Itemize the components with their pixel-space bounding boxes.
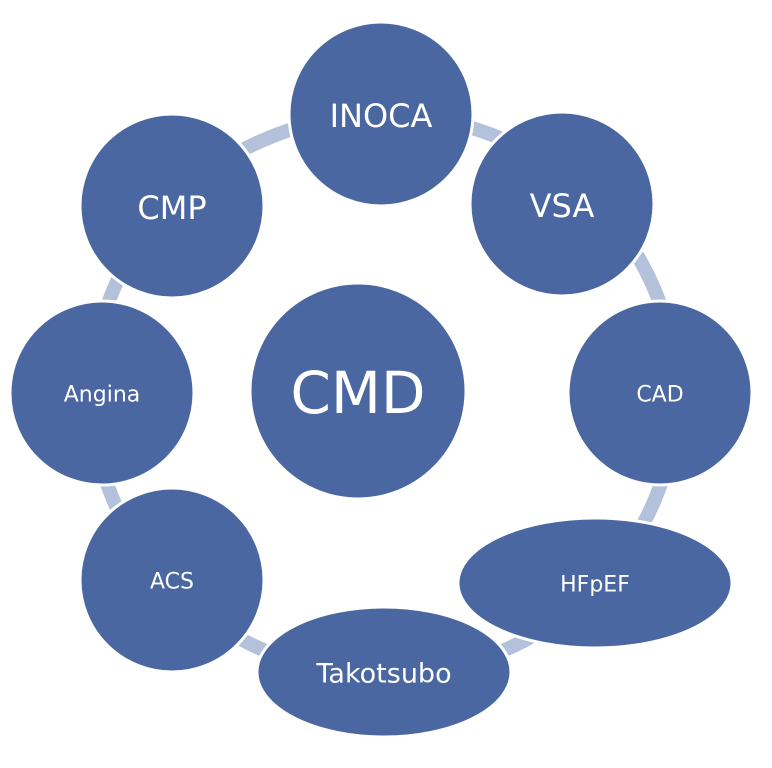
node-inoca: INOCA xyxy=(287,20,475,208)
node-label-inoca: INOCA xyxy=(330,97,433,135)
node-label-cmp: CMP xyxy=(137,189,206,227)
node-label-takotsubo: Takotsubo xyxy=(315,659,451,690)
node-vsa: VSA xyxy=(468,110,656,298)
node-acs: ACS xyxy=(78,486,266,674)
node-label-vsa: VSA xyxy=(530,187,595,225)
center-node-label: CMD xyxy=(290,359,425,427)
center-node-cmd: CMD xyxy=(248,281,468,501)
node-takotsubo: Takotsubo xyxy=(255,605,513,739)
node-label-acs: ACS xyxy=(150,570,194,595)
node-hfpef: HFpEF xyxy=(456,516,734,650)
node-label-cad: CAD xyxy=(636,383,683,408)
node-label-hfpef: HFpEF xyxy=(560,573,630,598)
node-angina: Angina xyxy=(8,299,196,487)
node-cad: CAD xyxy=(566,299,754,487)
node-cmp: CMP xyxy=(78,112,266,300)
node-label-angina: Angina xyxy=(64,383,141,408)
